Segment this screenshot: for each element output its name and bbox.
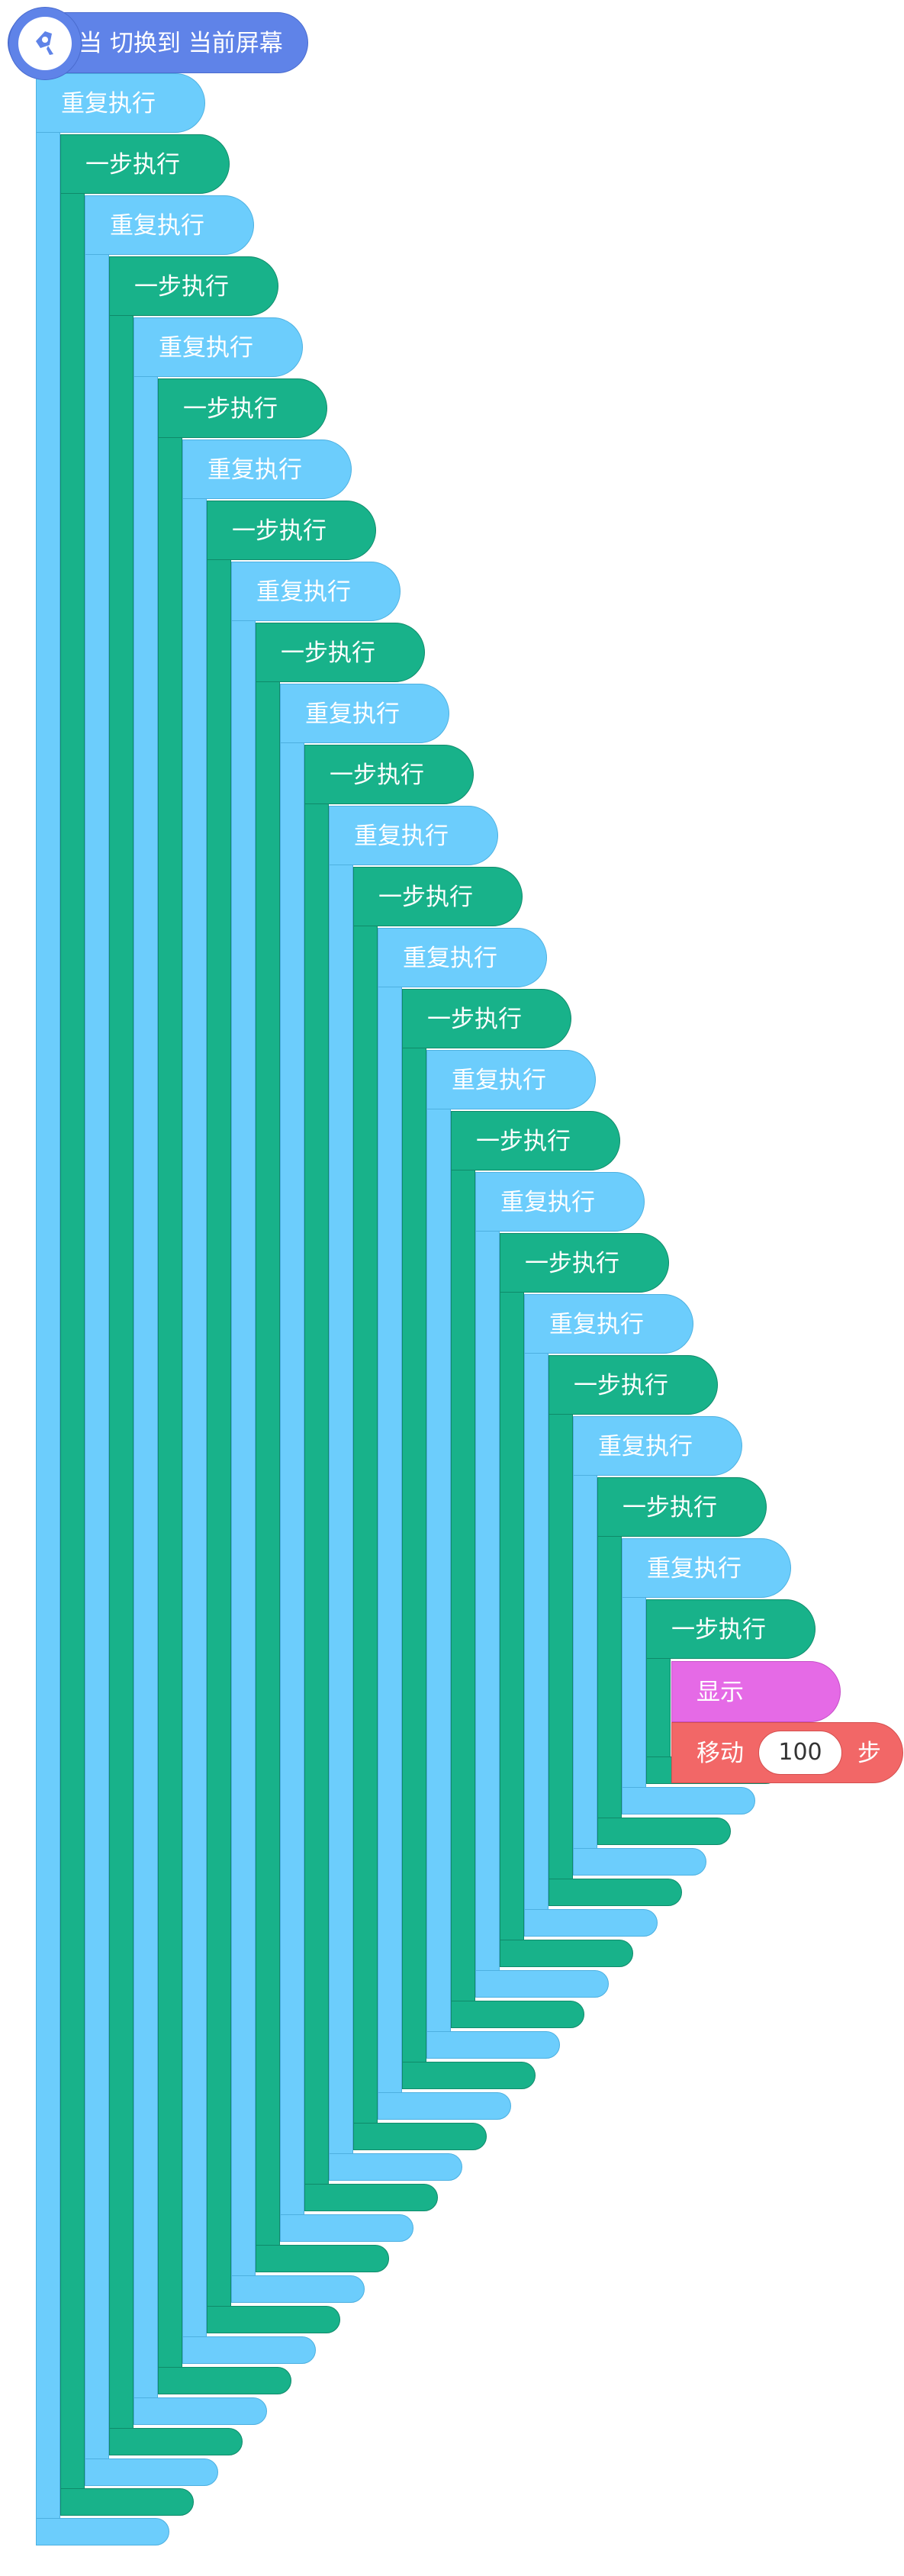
step-block-foot (207, 2306, 340, 2333)
show-block-label: 显示 (696, 1679, 744, 1706)
step-block-spine (256, 624, 280, 2246)
repeat-forever-block-11[interactable]: 重复执行 (524, 1294, 693, 1354)
step-execute-block-6[interactable]: 一步执行 (304, 745, 474, 804)
step-block-spine (304, 746, 329, 2185)
repeat-block-foot (573, 1848, 706, 1876)
repeat-block-spine (231, 563, 256, 2277)
repeat-block-foot (280, 2214, 413, 2242)
repeat-forever-block-4[interactable]: 重复执行 (182, 440, 352, 499)
repeat-block-spine (378, 929, 402, 2094)
step-block-spine (402, 990, 426, 2063)
step-block-foot (597, 1818, 731, 1845)
step-block-spine (549, 1357, 573, 1880)
repeat-block-spine (280, 685, 304, 2216)
repeat-forever-block-12[interactable]: 重复执行 (573, 1416, 742, 1476)
repeat-forever-block-7[interactable]: 重复执行 (329, 806, 498, 865)
step-execute-block-12[interactable]: 一步执行 (597, 1477, 767, 1537)
step-block-foot (158, 2367, 291, 2394)
repeat-forever-block-13[interactable]: 重复执行 (622, 1538, 791, 1598)
step-execute-block-5[interactable]: 一步执行 (256, 623, 425, 682)
step-execute-block-2[interactable]: 一步执行 (109, 256, 278, 316)
repeat-block-foot (426, 2031, 560, 2059)
move-block-label: 移动 (696, 1740, 744, 1767)
step-block-spine (500, 1235, 524, 1941)
repeat-forever-block-2[interactable]: 重复执行 (85, 195, 254, 255)
when-screen-switched-hat-block[interactable]: 当 切换到 当前屏幕 (8, 7, 308, 80)
repeat-block-foot (475, 1970, 609, 1998)
step-block-foot (109, 2428, 243, 2455)
repeat-block-foot (182, 2336, 316, 2364)
step-execute-block-1[interactable]: 一步执行 (60, 134, 230, 194)
step-block-foot (353, 2123, 487, 2150)
repeat-block-spine (134, 319, 158, 2399)
step-block-spine (60, 136, 85, 2490)
repeat-block-foot (85, 2458, 218, 2486)
repeat-block-foot (524, 1909, 658, 1937)
step-block-spine (353, 868, 378, 2124)
step-block-foot (549, 1879, 682, 1906)
repeat-forever-block-9[interactable]: 重复执行 (426, 1050, 596, 1109)
step-block-foot (500, 1940, 633, 1967)
repeat-block-spine (329, 807, 353, 2155)
step-execute-block-13[interactable]: 一步执行 (646, 1599, 816, 1659)
repeat-forever-block-6[interactable]: 重复执行 (280, 684, 449, 743)
repeat-block-spine (573, 1418, 597, 1850)
repeat-forever-block-8[interactable]: 重复执行 (378, 928, 547, 987)
repeat-block-spine (524, 1296, 549, 1911)
step-execute-block-8[interactable]: 一步执行 (402, 989, 571, 1048)
step-block-foot (60, 2488, 194, 2516)
repeat-forever-block-1[interactable]: 重复执行 (36, 73, 205, 133)
repeat-block-foot (36, 2518, 169, 2545)
step-block-spine (158, 380, 182, 2368)
repeat-block-spine (182, 441, 207, 2338)
step-block-foot (304, 2184, 438, 2211)
step-block-foot (256, 2245, 389, 2272)
move-steps-block[interactable]: 移动 100 步 (671, 1722, 903, 1783)
step-execute-block-11[interactable]: 一步执行 (549, 1355, 718, 1415)
hat-block-label: 当 切换到 当前屏幕 (79, 30, 283, 57)
step-block-spine (451, 1113, 475, 2002)
repeat-block-spine (36, 75, 60, 2520)
step-block-spine (109, 258, 134, 2429)
step-execute-block-10[interactable]: 一步执行 (500, 1233, 669, 1293)
step-execute-block-9[interactable]: 一步执行 (451, 1111, 620, 1170)
repeat-forever-block-5[interactable]: 重复执行 (231, 562, 401, 621)
repeat-block-spine (85, 197, 109, 2460)
repeat-block-foot (134, 2397, 267, 2425)
move-steps-input[interactable]: 100 (758, 1731, 842, 1775)
step-execute-block-4[interactable]: 一步执行 (207, 501, 376, 560)
repeat-forever-block-10[interactable]: 重复执行 (475, 1172, 645, 1232)
repeat-forever-block-3[interactable]: 重复执行 (134, 317, 303, 377)
screen-switch-icon (18, 17, 72, 70)
step-block-foot (451, 2001, 584, 2028)
repeat-block-foot (378, 2092, 511, 2120)
repeat-block-foot (231, 2275, 365, 2303)
move-block-unit-label: 步 (857, 1740, 881, 1767)
repeat-block-spine (426, 1051, 451, 2033)
repeat-block-spine (475, 1174, 500, 1972)
repeat-block-foot (622, 1787, 755, 1814)
step-block-spine (207, 502, 231, 2307)
step-execute-block-7[interactable]: 一步执行 (353, 867, 523, 926)
show-block[interactable]: 显示 (671, 1661, 841, 1722)
hat-icon-badge (8, 7, 82, 80)
step-block-foot (402, 2062, 536, 2089)
step-execute-block-3[interactable]: 一步执行 (158, 378, 327, 438)
repeat-block-foot (329, 2153, 462, 2181)
